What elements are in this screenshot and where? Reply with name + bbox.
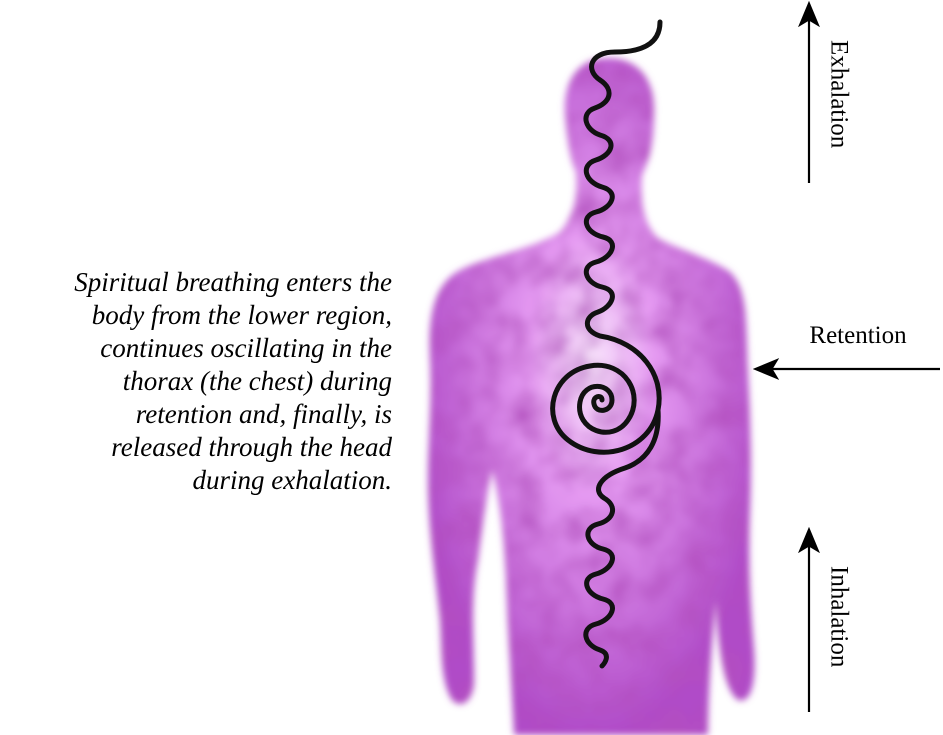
inhalation-label: Inhalation bbox=[825, 566, 852, 668]
exhalation-label: Exhalation bbox=[825, 40, 852, 149]
retention-label: Retention bbox=[809, 322, 907, 349]
